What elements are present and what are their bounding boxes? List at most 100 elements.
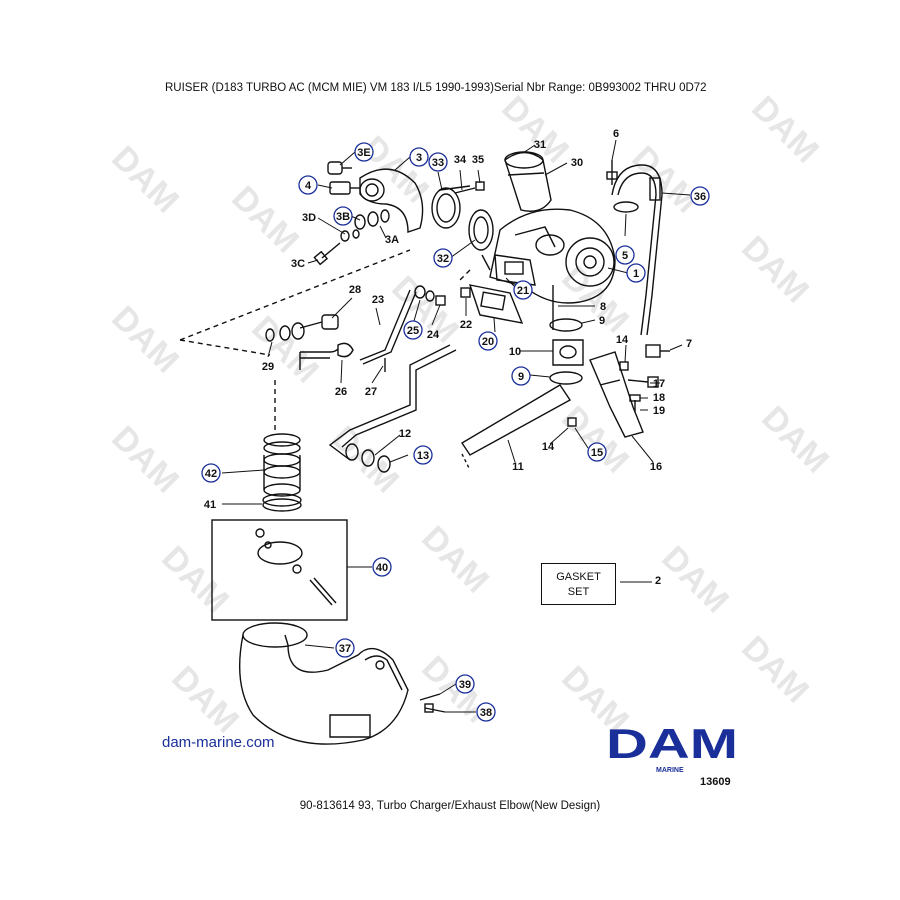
callout-3d: 3D xyxy=(302,212,316,224)
flange-21 xyxy=(494,254,536,286)
svg-text:38: 38 xyxy=(480,707,492,719)
callout-3c: 3C xyxy=(291,258,305,270)
callout-26: 26 xyxy=(335,386,347,398)
callout-9-lower: 9 xyxy=(511,366,531,386)
gasket-set-box: GASKET SET xyxy=(541,563,616,605)
svg-text:1: 1 xyxy=(633,268,639,280)
callout-1: 1 xyxy=(626,263,646,283)
support-bracket-16 xyxy=(589,351,644,438)
washers-3b-3d xyxy=(340,209,390,242)
gasket-label-line1: GASKET xyxy=(556,571,601,583)
plug-3e xyxy=(327,161,352,175)
hose-clamp-41 xyxy=(262,493,302,512)
bolt-17 xyxy=(627,376,659,388)
circled-callouts: 3E 3 33 4 3B 32 21 20 25 1 5 36 9 13 15 … xyxy=(201,142,710,722)
callout-3a: 3A xyxy=(385,234,399,246)
callout-32: 32 xyxy=(433,248,453,268)
svg-text:33: 33 xyxy=(432,157,444,169)
callout-40: 40 xyxy=(372,557,392,577)
svg-text:36: 36 xyxy=(694,191,706,203)
callout-38: 38 xyxy=(476,702,496,722)
callout-36: 36 xyxy=(690,186,710,206)
callout-6: 6 xyxy=(613,128,619,140)
page-title: RUISER (D183 TURBO AC (MCM MIE) VM 183 I… xyxy=(165,82,707,94)
callout-8: 8 xyxy=(600,301,606,313)
callout-15: 15 xyxy=(587,442,607,462)
svg-text:3: 3 xyxy=(416,152,422,164)
stud xyxy=(481,254,491,271)
gasket-9-lower xyxy=(549,371,583,385)
spacer-10 xyxy=(552,339,584,366)
washer-5 xyxy=(613,201,639,213)
fitting-4 xyxy=(329,181,360,195)
callout-33: 33 xyxy=(428,152,448,172)
callout-3e: 3E xyxy=(354,142,374,162)
svg-text:21: 21 xyxy=(517,285,529,297)
callout-23: 23 xyxy=(372,294,384,306)
callout-5: 5 xyxy=(615,245,635,265)
water-pipe-12 xyxy=(328,344,457,473)
inlet-tube-30-31 xyxy=(504,151,552,212)
callout-14-upper: 14 xyxy=(616,334,629,346)
exhaust-elbow-37 xyxy=(239,622,409,745)
callout-12: 12 xyxy=(399,428,411,440)
callout-42: 42 xyxy=(201,463,221,483)
callout-39: 39 xyxy=(455,674,475,694)
svg-text:3E: 3E xyxy=(357,147,370,159)
fitting-7 xyxy=(645,344,670,358)
bolt-38-washer-39 xyxy=(419,693,446,713)
callout-29: 29 xyxy=(262,361,274,373)
callout-13: 13 xyxy=(413,445,433,465)
website-link[interactable]: dam-marine.com xyxy=(162,734,275,751)
callout-7: 7 xyxy=(686,338,692,350)
logo-word: DAM xyxy=(606,724,738,767)
callout-20: 20 xyxy=(478,331,498,351)
svg-text:40: 40 xyxy=(376,562,388,574)
callout-37: 37 xyxy=(335,638,355,658)
svg-text:5: 5 xyxy=(622,250,628,262)
callout-2: 2 xyxy=(655,575,662,587)
callout-3b: 3B xyxy=(333,206,353,226)
callout-19: 19 xyxy=(653,405,665,417)
bolt-28-washers-29 xyxy=(265,314,339,342)
svg-text:42: 42 xyxy=(205,468,217,480)
callout-10: 10 xyxy=(509,346,521,358)
svg-text:15: 15 xyxy=(591,447,603,459)
callout-21: 21 xyxy=(513,280,533,300)
svg-text:37: 37 xyxy=(339,643,351,655)
callout-28: 28 xyxy=(349,284,361,296)
callout-11: 11 xyxy=(512,461,524,473)
callout-30: 30 xyxy=(571,157,583,169)
callout-17: 17 xyxy=(653,378,665,390)
kit-box-40 xyxy=(211,519,348,621)
plain-callouts: 31 30 34 35 6 3D 3A 3C 28 23 22 24 8 10 … xyxy=(204,128,692,511)
callout-24: 24 xyxy=(427,329,440,341)
svg-text:13: 13 xyxy=(417,450,429,462)
nut-22 xyxy=(460,287,471,298)
fittings-24-25 xyxy=(414,285,446,306)
tube-23 xyxy=(359,289,417,365)
v-band-clamp-33 xyxy=(431,185,471,229)
bolt-3c xyxy=(313,242,341,266)
bolt-6 xyxy=(606,160,618,185)
svg-text:25: 25 xyxy=(407,325,419,337)
clamp-26 xyxy=(299,342,354,370)
assembly-leader-dashed xyxy=(179,249,471,430)
callout-16: 16 xyxy=(650,461,662,473)
turbo-elbow-housing-3 xyxy=(359,168,424,233)
oil-feed-line-36 xyxy=(611,164,663,336)
turbocharger-1 xyxy=(489,208,616,304)
logo-sub: MARINE xyxy=(656,767,684,774)
callout-4: 4 xyxy=(298,175,318,195)
callout-14-lower: 14 xyxy=(542,441,555,453)
gasket-20 xyxy=(468,284,524,324)
svg-text:20: 20 xyxy=(482,336,494,348)
drawing-number: 13609 xyxy=(700,776,731,788)
nut-14 xyxy=(567,361,629,427)
callout-22: 22 xyxy=(460,319,472,331)
svg-text:3B: 3B xyxy=(336,211,350,223)
drain-pipe-11 xyxy=(461,384,572,471)
callout-18: 18 xyxy=(653,392,665,404)
figure-caption: 90-813614 93, Turbo Charger/Exhaust Elbo… xyxy=(299,800,601,812)
